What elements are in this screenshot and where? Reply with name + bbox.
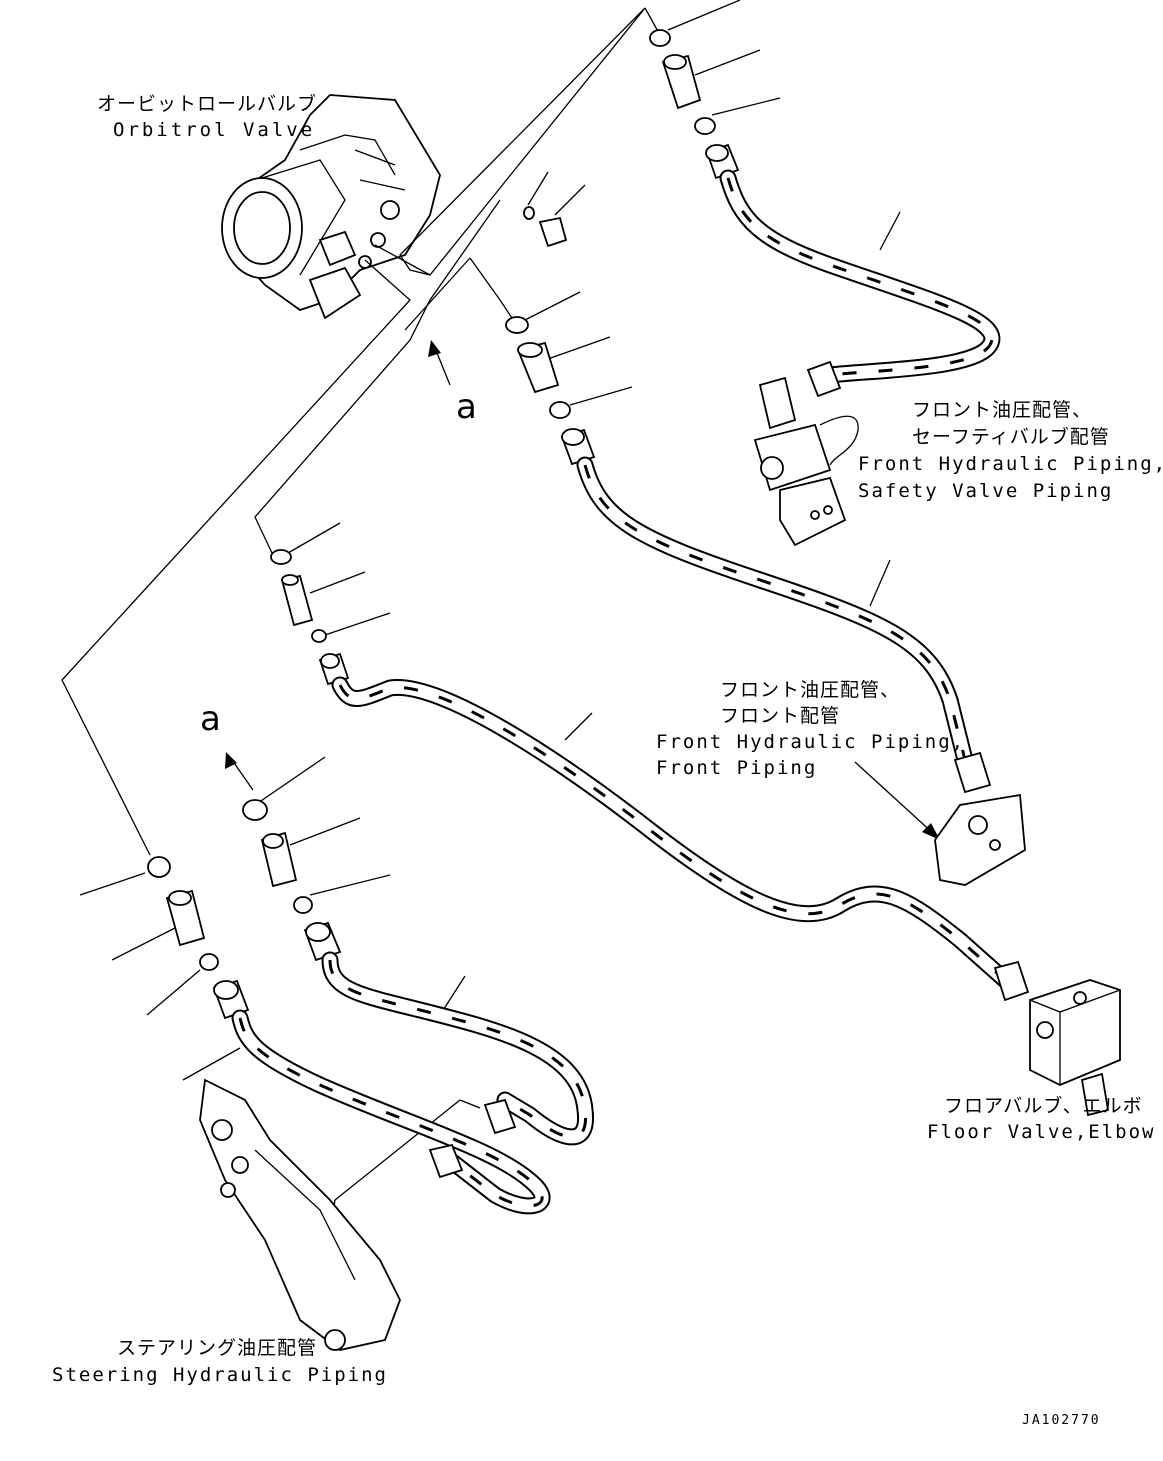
front-label-en-1: Front Hydraulic Piping, bbox=[656, 731, 966, 753]
safety-label-jp-1: フロント油圧配管、 bbox=[912, 399, 1093, 421]
fittings bbox=[147, 29, 740, 1020]
orbitrol-valve bbox=[221, 94, 441, 320]
front-label-jp-1: フロント油圧配管、 bbox=[720, 679, 901, 701]
safety-label-en-2: Safety Valve Piping bbox=[858, 480, 1114, 502]
floor-label-jp: フロアバルブ、エルボ bbox=[944, 1095, 1143, 1117]
safety-label-en-1: Front Hydraulic Piping, bbox=[858, 453, 1163, 475]
leader-lines bbox=[61, 0, 940, 1231]
safety-label-jp-2: セーフティバルブ配管 bbox=[912, 426, 1110, 448]
safety-valve bbox=[753, 376, 859, 547]
steering-bracket bbox=[199, 1078, 401, 1351]
callout-a-upper: a bbox=[456, 387, 477, 427]
floor-valve bbox=[1029, 979, 1121, 1117]
callout-arrows bbox=[225, 340, 451, 791]
front-piping-block bbox=[934, 793, 1026, 886]
front-label-en-2: Front Piping bbox=[656, 757, 818, 779]
orbitrol-label-jp: オービットロールバルブ bbox=[97, 93, 318, 115]
steering-label-en: Steering Hydraulic Piping bbox=[52, 1364, 388, 1386]
callout-a-lower: a bbox=[200, 699, 221, 739]
floor-label-en: Floor Valve,Elbow bbox=[927, 1121, 1156, 1143]
hoses bbox=[231, 169, 1030, 1215]
orbitrol-label-en: Orbitrol Valve bbox=[113, 119, 316, 141]
steering-label-jp: ステアリング油圧配管 bbox=[117, 1337, 318, 1359]
front-label-jp-2: フロント配管 bbox=[720, 705, 841, 727]
drawing-code: JA102770 bbox=[1022, 1413, 1101, 1428]
